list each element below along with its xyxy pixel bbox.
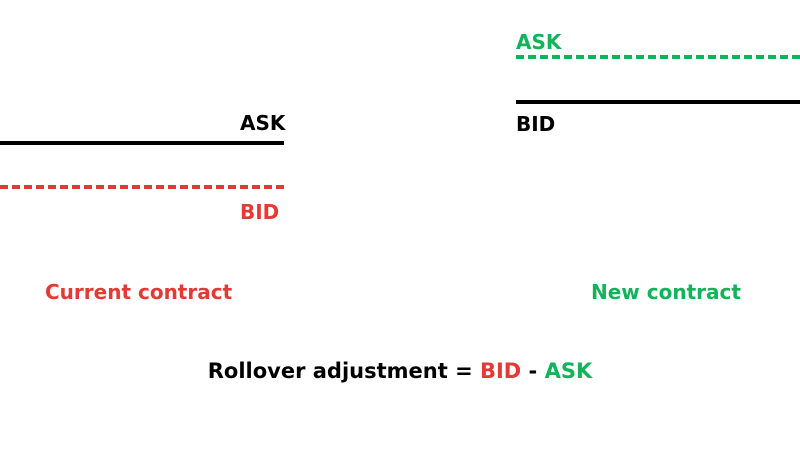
new-contract-caption: New contract [591,280,741,304]
formula-ask: ASK [544,359,593,383]
new-ask-line [516,55,800,59]
new-bid-line [516,100,800,104]
new-bid-label: BID [516,112,556,136]
formula-bid: BID [479,359,522,383]
current-ask-label: ASK [240,111,286,135]
new-ask-label: ASK [516,30,562,54]
rollover-formula: Rollover adjustment = BID - ASK [0,358,800,384]
current-ask-line [0,141,284,145]
current-contract-caption: Current contract [45,280,233,304]
formula-minus: - [521,359,545,383]
current-bid-label: BID [240,200,280,224]
current-bid-line [0,185,284,189]
formula-prefix: Rollover adjustment = [207,359,480,383]
